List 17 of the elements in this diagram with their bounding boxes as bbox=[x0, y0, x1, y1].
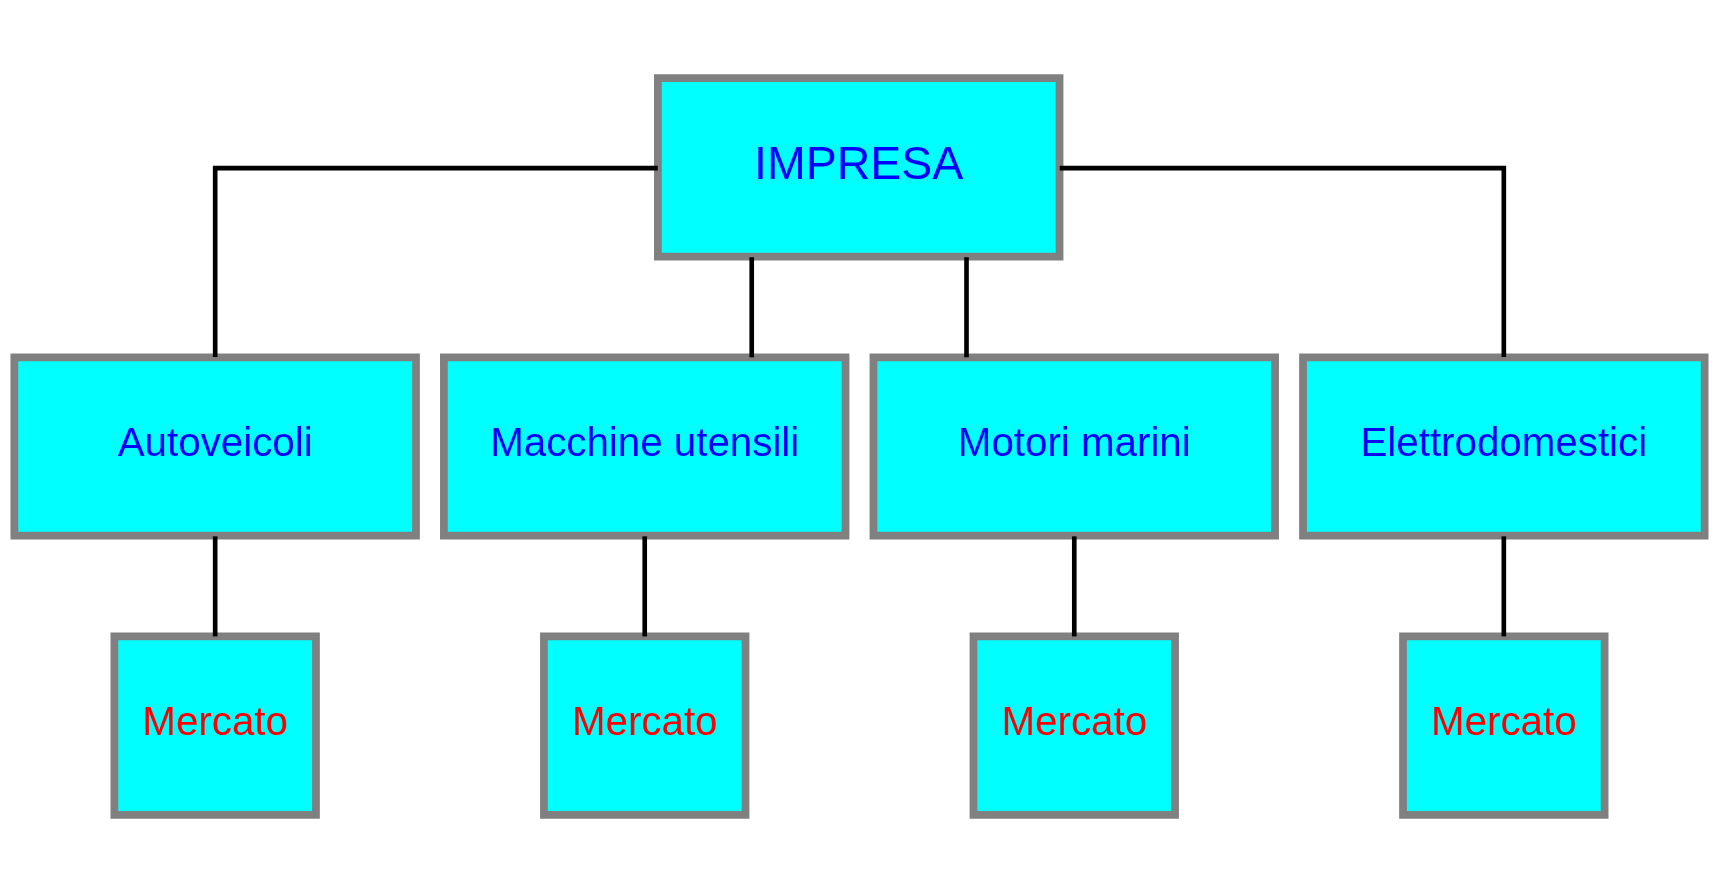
node-box: IMPRESA bbox=[654, 73, 1064, 260]
connector bbox=[212, 165, 658, 357]
connector bbox=[1059, 165, 1507, 357]
node-box: Motori marini bbox=[869, 352, 1279, 540]
node-box: Autoveicoli bbox=[10, 352, 420, 540]
node-box: Macchine utensili bbox=[440, 352, 850, 540]
node-box: Mercato bbox=[110, 632, 320, 819]
node-box: Mercato bbox=[969, 632, 1179, 819]
node-box: Mercato bbox=[540, 632, 750, 819]
connector bbox=[964, 256, 969, 357]
connector bbox=[642, 535, 648, 636]
connector bbox=[1501, 535, 1507, 636]
connector bbox=[1071, 535, 1077, 636]
connector bbox=[749, 256, 755, 357]
node-box: Elettrodomestici bbox=[1299, 352, 1709, 540]
node-box: Mercato bbox=[1399, 632, 1609, 819]
connector bbox=[212, 535, 218, 636]
